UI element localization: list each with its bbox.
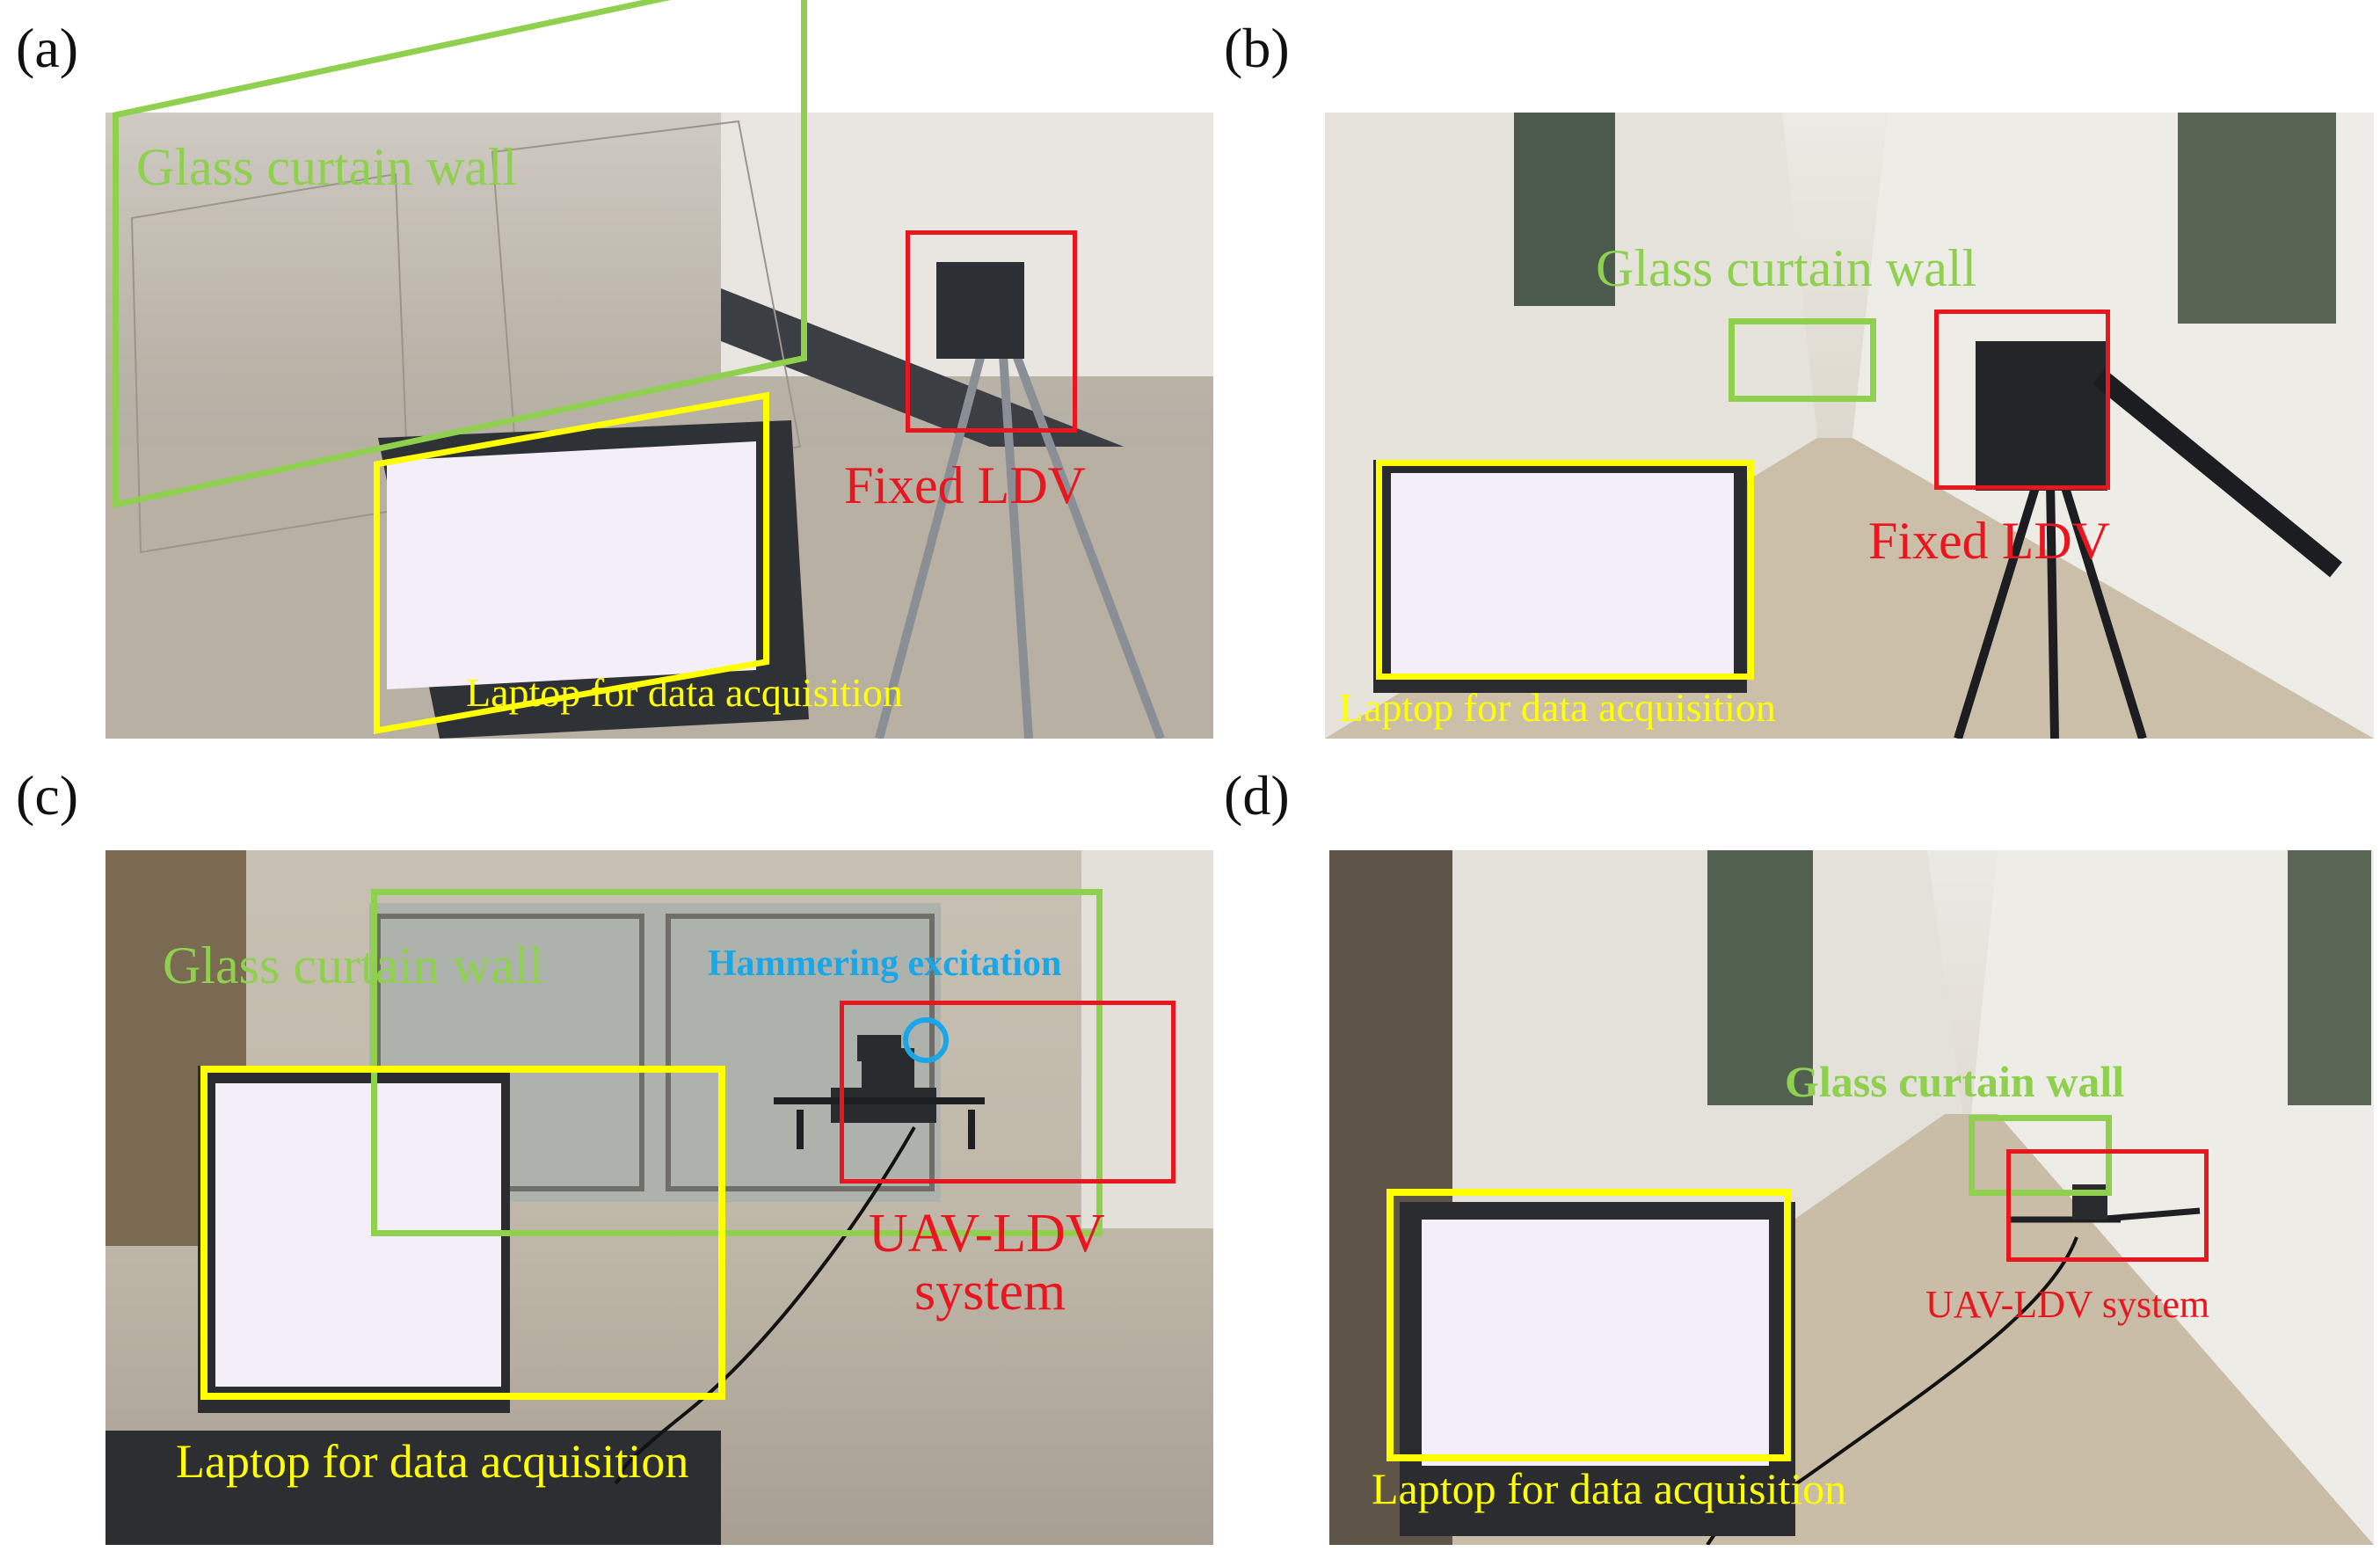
- panel-label-d: (d): [1224, 764, 1290, 827]
- ldv-label-a: Fixed LDV: [844, 456, 1086, 514]
- laptop-box-d: [1387, 1189, 1791, 1461]
- hammer-label-c: Hammering excitation: [708, 943, 1062, 984]
- laptop-label-c: Laptop for data acquisition: [176, 1435, 689, 1488]
- photo-b: [1325, 113, 2374, 739]
- ldv-box-b: [1934, 310, 2110, 490]
- laptop-box-c: [200, 1066, 725, 1400]
- uav-box-d: [2006, 1149, 2209, 1262]
- glass-label-a: Glass curtain wall: [136, 138, 518, 196]
- panel-label-a: (a): [16, 17, 79, 79]
- glass-label-d: Glass curtain wall: [1785, 1057, 2125, 1106]
- panel-label-b: (b): [1224, 17, 1290, 79]
- glass-box-b: [1729, 318, 1876, 402]
- hammer-circle-c: [903, 1017, 949, 1063]
- glass-label-c: Glass curtain wall: [163, 936, 544, 994]
- photo-d: [1329, 850, 2374, 1545]
- uav-label-d: UAV-LDV system: [1925, 1283, 2210, 1326]
- laptop-screen-d: [1422, 1220, 1769, 1466]
- photo-a: [106, 113, 1213, 739]
- uav-box-c: [840, 1001, 1175, 1184]
- ldv-label-b: Fixed LDV: [1868, 512, 2110, 570]
- ldv-box-a: [906, 230, 1077, 433]
- glass-box-c: [371, 889, 1103, 1236]
- laptop-label-d: Laptop for data acquisition: [1372, 1464, 1847, 1513]
- glass-label-b: Glass curtain wall: [1596, 239, 1977, 297]
- laptop-label-b: Laptop for data acquisition: [1339, 685, 1776, 730]
- laptop-box-b: [1376, 460, 1754, 680]
- uav-label-c-line1: UAV-LDV: [869, 1204, 1105, 1264]
- uav-label-c-line2: system: [914, 1262, 1066, 1322]
- laptop-label-a: Laptop for data acquisition: [466, 670, 903, 715]
- panel-label-c: (c): [16, 764, 79, 827]
- glass-box-d: [1969, 1115, 2112, 1196]
- laptop-screen-b: [1391, 473, 1734, 680]
- photo-c: [106, 850, 1213, 1545]
